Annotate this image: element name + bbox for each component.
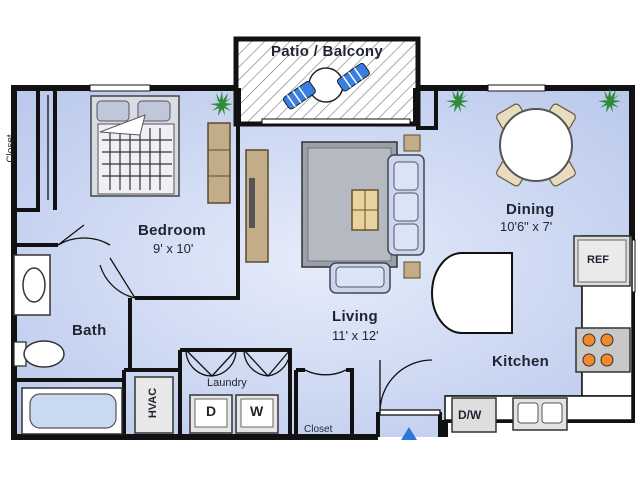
dining-table-icon bbox=[496, 103, 576, 187]
laundry-label: Laundry bbox=[207, 377, 247, 389]
stove-icon bbox=[575, 327, 631, 373]
dining-dimensions: 10'6" x 7' bbox=[500, 219, 553, 234]
armchair-icon bbox=[329, 262, 391, 294]
patio-chairs-icon bbox=[282, 62, 370, 110]
kitchen-island-icon bbox=[431, 252, 513, 334]
living-dimensions: 11' x 12' bbox=[332, 328, 379, 343]
living-label: Living bbox=[332, 308, 378, 325]
plant-icon bbox=[210, 88, 621, 116]
hvac-label: HVAC bbox=[147, 387, 160, 419]
entry-arrow-icon bbox=[401, 427, 417, 440]
bed-icon bbox=[90, 95, 180, 197]
tv-icon bbox=[249, 178, 255, 228]
bedroom-label: Bedroom bbox=[138, 222, 206, 239]
dishwasher bbox=[451, 397, 497, 433]
dining-label: Dining bbox=[506, 201, 555, 218]
closet-bottom-label: Closet bbox=[304, 424, 333, 435]
bath-label: Bath bbox=[72, 322, 107, 339]
dishwasher-label: D/W bbox=[458, 408, 482, 422]
end-table-icon bbox=[403, 134, 421, 152]
closet-left-label: Closet bbox=[5, 134, 17, 163]
dresser-icon bbox=[207, 122, 231, 204]
toilet-icon bbox=[13, 340, 65, 368]
hvac-unit bbox=[134, 376, 174, 434]
patio-label: Patio / Balcony bbox=[270, 43, 384, 60]
bathtub-icon bbox=[21, 387, 123, 435]
washer-label: W bbox=[250, 403, 264, 419]
doors bbox=[47, 95, 441, 416]
refrigerator-label: REF bbox=[587, 254, 609, 266]
sink-icon bbox=[512, 397, 568, 431]
coffee-table-icon bbox=[351, 189, 379, 231]
kitchen-label: Kitchen bbox=[492, 353, 550, 370]
sofa-icon bbox=[387, 154, 425, 256]
end-table-icon bbox=[403, 261, 421, 279]
interior-walls bbox=[14, 88, 442, 437]
bedroom-dimensions: 9' x 10' bbox=[153, 241, 194, 256]
rug-icon bbox=[301, 141, 398, 268]
dryer-label: D bbox=[206, 403, 217, 419]
sink-icon bbox=[13, 254, 51, 316]
